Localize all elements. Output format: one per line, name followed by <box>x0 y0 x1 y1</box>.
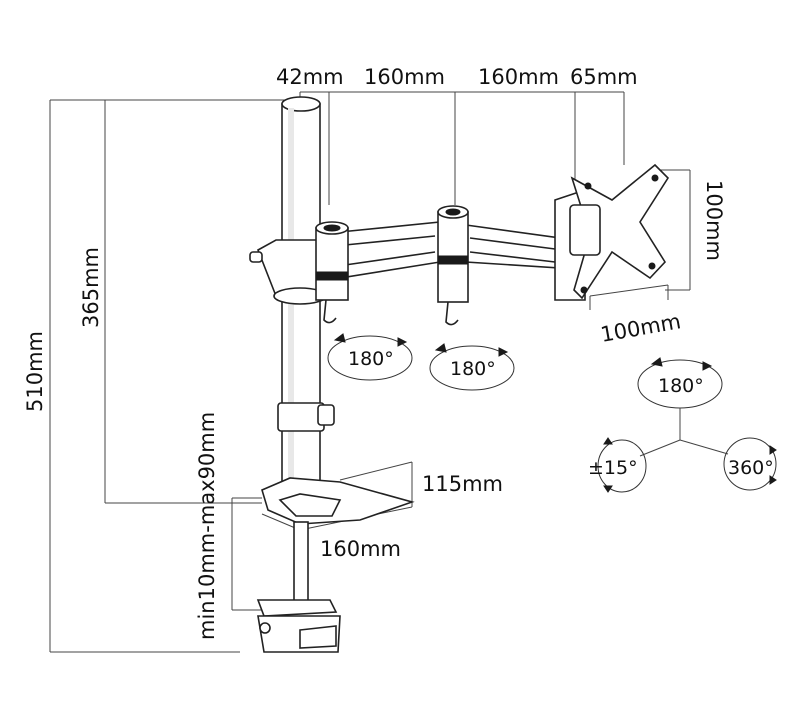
arm-segment-2 <box>465 224 561 269</box>
rot-rotate: 360° <box>728 457 774 479</box>
dim-arm-height: 365mm <box>79 247 103 328</box>
dim-vesa-height: 100mm <box>702 180 726 261</box>
arm-segment-1 <box>339 221 441 279</box>
dim-clamp-range: min10mm-max90mm <box>195 412 219 640</box>
rot-tilt: ±15° <box>588 457 638 479</box>
joint-1 <box>315 221 349 324</box>
base-clamp <box>256 477 415 653</box>
dim-top-4: 65mm <box>570 65 638 89</box>
dim-top-2: 160mm <box>364 65 445 89</box>
rotation-markers <box>327 333 777 493</box>
joint-2 <box>437 205 469 326</box>
arm-mount <box>249 239 327 305</box>
pole-collar <box>277 402 335 432</box>
dim-vesa-width: 100mm <box>599 309 683 347</box>
dim-base-width: 115mm <box>422 472 503 496</box>
dim-base-depth: 160mm <box>320 537 401 561</box>
rot-head-swivel: 180° <box>658 375 704 397</box>
dim-total-height: 510mm <box>23 331 47 412</box>
dim-top-1: 42mm <box>276 65 344 89</box>
dimension-lines <box>49 91 691 653</box>
rot-joint1: 180° <box>348 348 394 370</box>
dim-top-3: 160mm <box>478 65 559 89</box>
rot-joint2: 180° <box>450 358 496 380</box>
vesa-head <box>554 163 670 301</box>
